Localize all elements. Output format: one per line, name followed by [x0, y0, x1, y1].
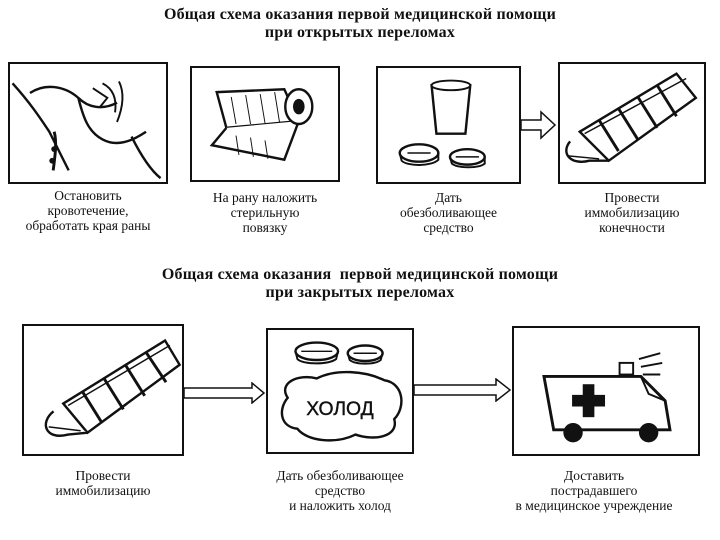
bleeding-hand-icon — [11, 80, 162, 180]
title-line-1: Общая схема оказания первой медицинской … — [161, 266, 559, 283]
step-stop-bleeding-panel — [8, 62, 168, 184]
bandage-roll-icon — [209, 88, 314, 162]
step-stop-bleeding-caption: Остановить кровотечение, обработать края… — [25, 188, 151, 233]
splinted-leg-icon — [44, 338, 182, 437]
pills-cold-icon: ХОЛОД — [280, 341, 403, 442]
arrow-right-icon — [521, 110, 557, 140]
step-immobilize-caption: Провести иммобилизацию конечности — [584, 190, 680, 235]
step-immobilize-closed-panel — [22, 324, 184, 456]
step-transport-panel — [512, 326, 700, 456]
step-pills-cold-panel: ХОЛОД — [266, 328, 414, 454]
step-transport-caption: Доставить пострадавшего в медицинское уч… — [515, 468, 673, 513]
step-pills-caption: Дать обезболивающее средство — [400, 190, 497, 235]
step-bandage-panel — [190, 66, 340, 182]
step-pills-cold-caption: Дать обезболивающее средство и наложить … — [276, 468, 404, 513]
splinted-leg-icon — [565, 72, 698, 163]
title-line-2: при закрытых переломах — [265, 284, 455, 301]
step-bandage-caption: На рану наложить стерильную повязку — [212, 190, 318, 235]
step-pills-panel — [376, 66, 521, 184]
arrow-right-icon — [414, 378, 512, 402]
step-immobilize-panel — [558, 62, 706, 184]
cold-label: ХОЛОД — [306, 398, 374, 420]
ambulance-icon — [542, 352, 672, 443]
open-fracture-title: Общая схема оказания первой медицинской … — [0, 6, 720, 42]
pills-cup-icon — [398, 79, 486, 169]
arrow-right-icon — [184, 382, 266, 404]
step-immobilize-closed-caption: Провести иммобилизацию — [55, 468, 151, 498]
closed-fracture-title: Общая схема оказания первой медицинской … — [0, 266, 720, 302]
title-line-1: Общая схема оказания первой медицинской … — [163, 6, 557, 23]
title-line-2: при открытых переломах — [264, 24, 456, 41]
